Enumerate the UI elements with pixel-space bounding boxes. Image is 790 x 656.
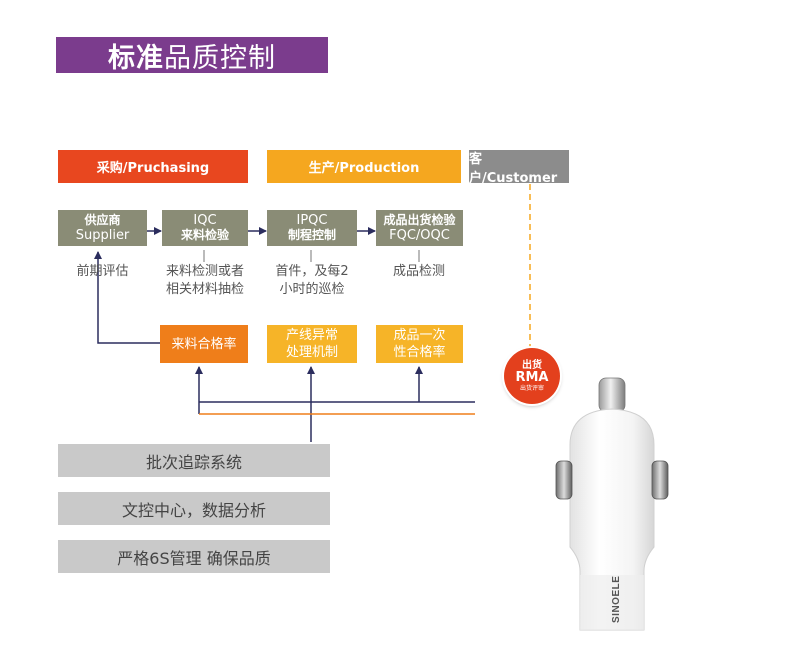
car-charger-image: SINOELE [555,377,669,631]
step-iqc: IQC 来料检验 [162,210,248,246]
system-6s-management: 严格6S管理 确保品质 [58,540,330,573]
page-title-bold: 标准 [108,42,164,74]
step-supplier-line1: 供应商 [84,213,121,227]
step-ipqc-line1: IPQC [296,213,328,228]
phase-customer: 客户/Customer [469,150,569,186]
rma-sub: 出货评审 [519,384,544,392]
system-batch-tracking: 批次追踪系统 [58,444,330,477]
rma-top: 出货 [522,359,542,371]
kpi-first-pass-yield: 成品一次 性合格率 [376,325,463,363]
step-fqc-line2: FQC/OQC [389,228,450,243]
arrow-feedback-supplier [94,251,160,344]
note-ipqc: 首件，及每2 小时的巡检 [275,264,349,297]
rma-badge: 出货 RMA 出货评审 [504,348,560,404]
step-fqc: 成品出货检验 FQC/OQC [376,210,463,246]
page-title: 标准品质控制 [56,37,328,74]
system-document-control: 文控中心，数据分析 [58,492,330,525]
step-iqc-line1: IQC [193,213,217,228]
phase-purchasing-label: 采购/Pruchasing [96,161,210,176]
step-supplier-line2: Supplier [75,228,130,243]
rma-main: RMA [515,369,549,385]
note-supplier: 前期评估 [76,264,129,279]
phase-production: 生产/Production [267,150,461,183]
charger-clip-right [651,460,669,500]
step-iqc-line2: 来料检验 [180,228,229,242]
step-fqc-line1: 成品出货检验 [383,213,456,227]
step-ipqc-line2: 制程控制 [287,228,336,242]
charger-brand: SINOELE [611,576,622,623]
note-iqc: 来料检测或者 相关材料抽检 [165,264,244,297]
phase-production-label: 生产/Production [308,161,420,176]
phase-customer-label: 客户/Customer [469,151,558,186]
kpi-line-exception: 产线异常 处理机制 [267,325,357,363]
charger-clip-left [555,460,573,500]
step-supplier: 供应商 Supplier [58,210,147,246]
note-fqc: 成品检测 [392,264,445,279]
charger-tip [598,377,626,413]
charger-body [569,408,655,631]
charger-bottom-shade [580,575,644,630]
kpi-incoming-pass-rate: 来料合格率 [160,325,248,363]
step-ipqc: IPQC 制程控制 [267,210,357,246]
phase-purchasing: 采购/Pruchasing [58,150,248,183]
page-title-rest: 品质控制 [164,42,276,74]
